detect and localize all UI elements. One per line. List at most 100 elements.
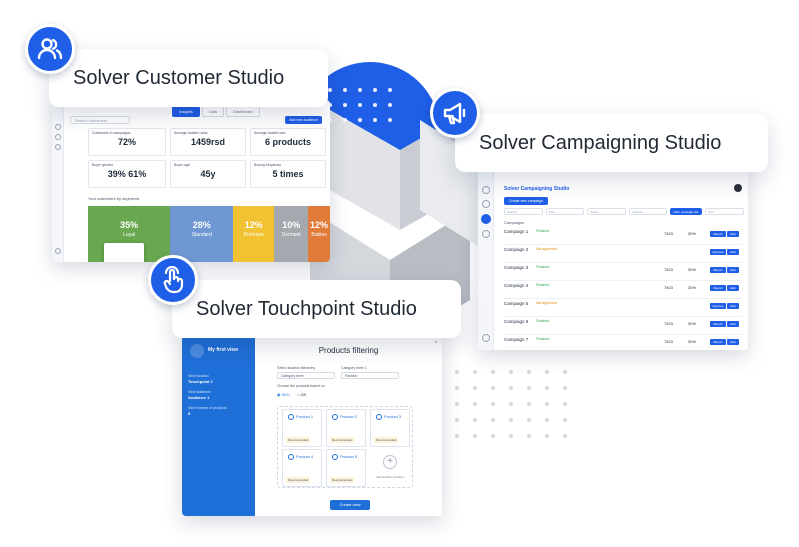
sidebar (478, 170, 494, 350)
edit-button[interactable]: Edit (727, 231, 739, 237)
category-select[interactable]: Fashion (341, 372, 399, 379)
create-campaign-button[interactable]: Create new campaign (504, 197, 549, 205)
create-view-button[interactable]: Create view (330, 500, 370, 510)
customer-studio-screen: Insights Lists Dashboard Search customer… (52, 100, 330, 262)
edit-button[interactable]: Edit (727, 303, 739, 309)
product-card[interactable]: Product 4 Recommended (282, 449, 322, 487)
sidebar (52, 100, 64, 262)
product-icon (288, 454, 294, 460)
kpi-card: Buying frequency 5 times (250, 160, 326, 188)
nav-icon[interactable] (482, 186, 490, 194)
tab-lists[interactable]: Lists (201, 106, 225, 117)
nav-icon[interactable] (55, 124, 61, 130)
approve-button[interactable]: Approve (710, 303, 726, 309)
campaign-row[interactable]: Campaign 3 Finished 7403 30% Report Edit (504, 264, 742, 281)
hierarchy-select[interactable]: Category level (277, 372, 335, 379)
campaigning-studio-screen: Solver Campaigning Studio Create new cam… (478, 170, 748, 350)
product-card[interactable]: Product 2 Recommended (326, 409, 366, 447)
users-icon (25, 24, 75, 74)
kpi-card: Buyer gender 39% 61% (88, 160, 166, 188)
customer-studio-title: Solver Customer Studio (73, 66, 285, 89)
touchpoint-studio-label: Solver Touchpoint Studio (172, 280, 461, 338)
product-card[interactable]: Product 3 Recommended (370, 409, 410, 447)
nav-icon[interactable] (55, 248, 61, 254)
nav-icon[interactable] (482, 230, 490, 238)
view-products-field[interactable]: View number of products 5 (188, 406, 227, 416)
products-filtering-panel: Products filtering × Select location hie… (255, 336, 442, 516)
campaigning-studio-label: Solver Campaigning Studio (455, 114, 768, 172)
report-button[interactable]: Report (710, 267, 726, 273)
campaign-row[interactable]: Campaign 2 Not approved Approve Edit (504, 246, 742, 263)
kpi-card: Customers in campaigns 72% (88, 128, 166, 156)
edit-button[interactable]: Edit (727, 321, 739, 327)
edit-button[interactable]: Edit (727, 339, 739, 345)
segments-heading: Your customers by segments (88, 196, 140, 201)
panel-title: Products filtering (318, 346, 379, 355)
tab-dashboard[interactable]: Dashboard (226, 106, 260, 117)
list-heading: Campaigns (504, 220, 525, 225)
edit-button[interactable]: Edit (727, 285, 739, 291)
edit-button[interactable]: Edit (727, 249, 739, 255)
product-icon (332, 454, 338, 460)
search-input[interactable]: Search (504, 208, 543, 215)
campaigning-studio-title: Solver Campaigning Studio (479, 131, 722, 154)
customer-studio-label: Solver Customer Studio (49, 49, 328, 107)
campaign-row[interactable]: Campaign 7 Finished 7403 30% Report Edit (504, 336, 742, 350)
campaign-row[interactable]: Campaign 4 Finished 7403 30% Report Edit (504, 282, 742, 299)
campaign-row[interactable]: Campaign 6 Finished 7403 30% Report Edit (504, 318, 742, 335)
status-filter[interactable]: Status (587, 208, 626, 215)
product-icon (376, 414, 382, 420)
nav-icon[interactable] (482, 334, 490, 342)
segment-premium[interactable]: 12% Premium (233, 206, 275, 262)
view-sidebar: My first view View location Touchpoint 1… (182, 336, 255, 516)
nav-icon[interactable] (55, 134, 61, 140)
tab-insights[interactable]: Insights (172, 106, 200, 117)
radio-sku[interactable]: ◉ SKU (277, 392, 290, 397)
product-grid: Product 1 Recommended Product 2 Recommen… (277, 406, 413, 488)
view-icon (190, 344, 204, 358)
kpi-card: Average basket value 1459rsd (170, 128, 246, 156)
campaign-row[interactable]: Campaign 5 Not approved Approve Edit (504, 300, 742, 317)
radio-cb[interactable]: ○ CB (297, 392, 307, 397)
filter-campaign-button[interactable]: Filter campaign list (670, 208, 703, 215)
add-audience-button[interactable]: Add new audience (285, 116, 322, 124)
close-icon[interactable]: × (434, 340, 438, 346)
product-icon (332, 414, 338, 420)
segment-babies[interactable]: 12% Babies (308, 206, 330, 262)
channel-filter[interactable]: Channel (628, 208, 668, 215)
segment-tooltip (104, 243, 144, 262)
segment-dormant[interactable]: 10% Dormant (274, 206, 309, 262)
edit-button[interactable]: Edit (727, 267, 739, 273)
kpi-card: Buyer age 45y (170, 160, 246, 188)
approve-button[interactable]: Approve (710, 249, 726, 255)
nav-icon-active[interactable] (481, 214, 491, 224)
report-button[interactable]: Report (710, 321, 726, 327)
segment-standard[interactable]: 28% Standard (170, 206, 234, 262)
product-card[interactable]: Product 1 Recommended (282, 409, 322, 447)
touchpoint-studio-screen: My first view View location Touchpoint 1… (182, 336, 442, 516)
page-title: Solver Campaigning Studio (504, 186, 570, 192)
decorative-dot-grid (328, 88, 392, 122)
view-audience-field[interactable]: View audience Audience 1 (188, 390, 211, 400)
decorative-dot-grid-grey (455, 370, 567, 438)
report-button[interactable]: Report (710, 231, 726, 237)
nav-icon[interactable] (55, 144, 61, 150)
tap-hand-icon (148, 255, 198, 305)
view-location-field[interactable]: View location Touchpoint 1 (188, 374, 213, 384)
report-button[interactable]: Report (710, 285, 726, 291)
product-card[interactable]: Product 5 Recommended (326, 449, 366, 487)
view-name: My first view (208, 347, 239, 353)
filter-bar: Search Date Status Channel Filter campai… (504, 208, 745, 215)
product-icon (288, 414, 294, 420)
kpi-card: Average basket size 6 products (250, 128, 326, 156)
nav-icon[interactable] (482, 200, 490, 208)
plus-icon: + (383, 455, 397, 469)
add-product-button[interactable]: + Add another product (376, 455, 404, 479)
gear-icon[interactable] (734, 184, 742, 192)
campaign-row[interactable]: Campaign 1 Finished 7403 30% Report Edit (504, 228, 742, 245)
sort-dropdown[interactable]: Sort (705, 208, 745, 215)
megaphone-icon (430, 88, 480, 138)
search-input[interactable]: Search customers (70, 116, 130, 124)
report-button[interactable]: Report (710, 339, 726, 345)
date-filter[interactable]: Date (545, 208, 585, 215)
